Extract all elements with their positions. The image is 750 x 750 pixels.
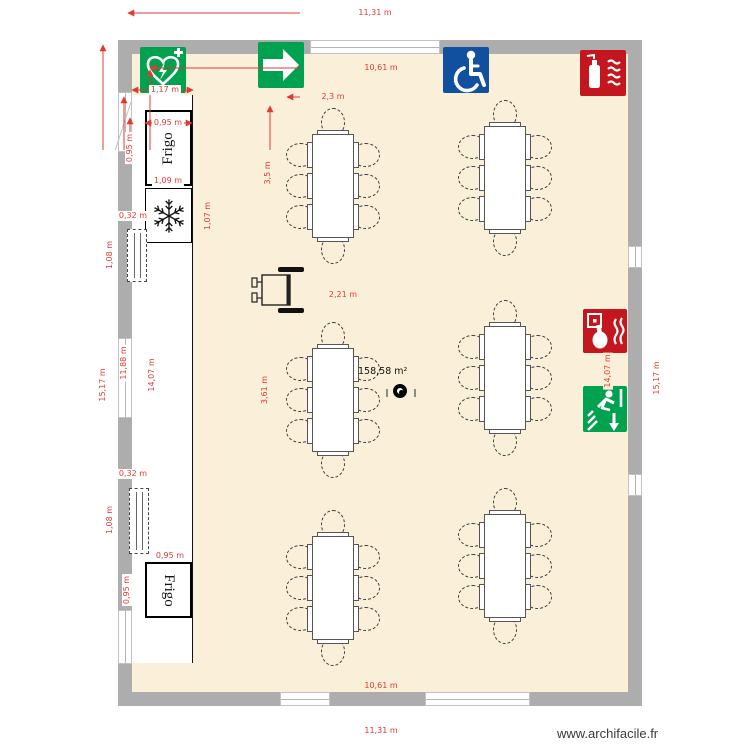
- marker-tick: [414, 389, 416, 397]
- freezer[interactable]: [145, 188, 192, 243]
- right-arrow-icon: [263, 49, 299, 81]
- dimension-label: 11,31 m: [356, 8, 394, 18]
- dimension-label: 3,61 m: [260, 373, 270, 407]
- dimension-label: 1,17 m: [148, 85, 182, 95]
- fire-alarm-sign[interactable]: [583, 309, 627, 353]
- window-bottom-left[interactable]: [280, 692, 330, 706]
- watermark: www.archifacile.fr: [557, 726, 659, 741]
- exit-direction-sign[interactable]: [258, 42, 304, 88]
- wall-right[interactable]: [628, 40, 642, 706]
- fire-alarm-call-point-icon: [587, 313, 625, 349]
- emergency-exit-sign[interactable]: [583, 386, 627, 432]
- dimension-label: 15,17 m: [98, 366, 108, 404]
- door-opening-left-bottom[interactable]: [118, 610, 132, 664]
- dining-table-group[interactable]: [455, 93, 555, 263]
- dining-table[interactable]: [484, 326, 526, 430]
- dining-table-group[interactable]: [455, 293, 555, 463]
- dimension-label: 0,32 m: [116, 469, 150, 479]
- radiator-top[interactable]: [127, 229, 147, 282]
- marker-dot: [399, 390, 404, 395]
- fire-extinguisher-icon: [586, 53, 621, 88]
- radiator-bottom[interactable]: [129, 488, 149, 554]
- dining-table-group[interactable]: [455, 481, 555, 651]
- dimension-label: 1,08 m: [105, 238, 115, 272]
- wheelchair-icon: [453, 50, 486, 93]
- window-right-bottom[interactable]: [628, 474, 642, 496]
- room-area-label: 158,58 m²: [358, 366, 408, 377]
- wheelchair-top-view[interactable]: [250, 266, 312, 314]
- dimension-label: 1,08 m: [105, 503, 115, 537]
- marker-tick: [386, 389, 388, 397]
- dimension-label: 14,07 m: [603, 352, 613, 390]
- dining-table[interactable]: [312, 134, 354, 238]
- dimension-label: 14,07 m: [147, 356, 157, 394]
- dimension-label: 10,61 m: [362, 63, 400, 73]
- running-man-exit-icon: [587, 389, 623, 431]
- dining-table[interactable]: [484, 514, 526, 618]
- dining-table[interactable]: [312, 348, 354, 452]
- dimension-label: 0,95 m: [153, 551, 187, 561]
- window-right-top[interactable]: [628, 246, 642, 268]
- dining-table-group[interactable]: [283, 101, 383, 271]
- dining-table[interactable]: [312, 536, 354, 640]
- double-door-opening-top[interactable]: [310, 40, 440, 54]
- dimension-label: 0,32 m: [116, 211, 150, 221]
- fridge-bottom[interactable]: Frigo: [145, 562, 192, 618]
- dining-table-group[interactable]: [283, 503, 383, 673]
- dimension-label: 0,95 m: [125, 131, 135, 165]
- dimension-label: 1,09 m: [151, 176, 185, 186]
- fire-extinguisher-sign[interactable]: [580, 50, 626, 96]
- dimension-label: 2,21 m: [326, 290, 360, 300]
- dimension-label: 0,95 m: [151, 118, 185, 128]
- dimension-label: 3,5 m: [263, 159, 273, 187]
- area-marker-icon[interactable]: [386, 382, 416, 404]
- dimension-label: 11,88 m: [119, 344, 129, 382]
- dimension-label: 15,17 m: [652, 359, 662, 397]
- accessible-sign[interactable]: [443, 47, 489, 93]
- dimension-label: 10,61 m: [362, 681, 400, 691]
- dimension-label: 2,3 m: [319, 92, 347, 102]
- dimension-label: 0,95 m: [122, 573, 132, 607]
- dining-table[interactable]: [484, 126, 526, 230]
- window-bottom-right[interactable]: [425, 692, 530, 706]
- dimension-label: 11,31 m: [362, 726, 400, 736]
- dimension-label: 1,07 m: [203, 199, 213, 233]
- dining-table-group[interactable]: [283, 315, 383, 485]
